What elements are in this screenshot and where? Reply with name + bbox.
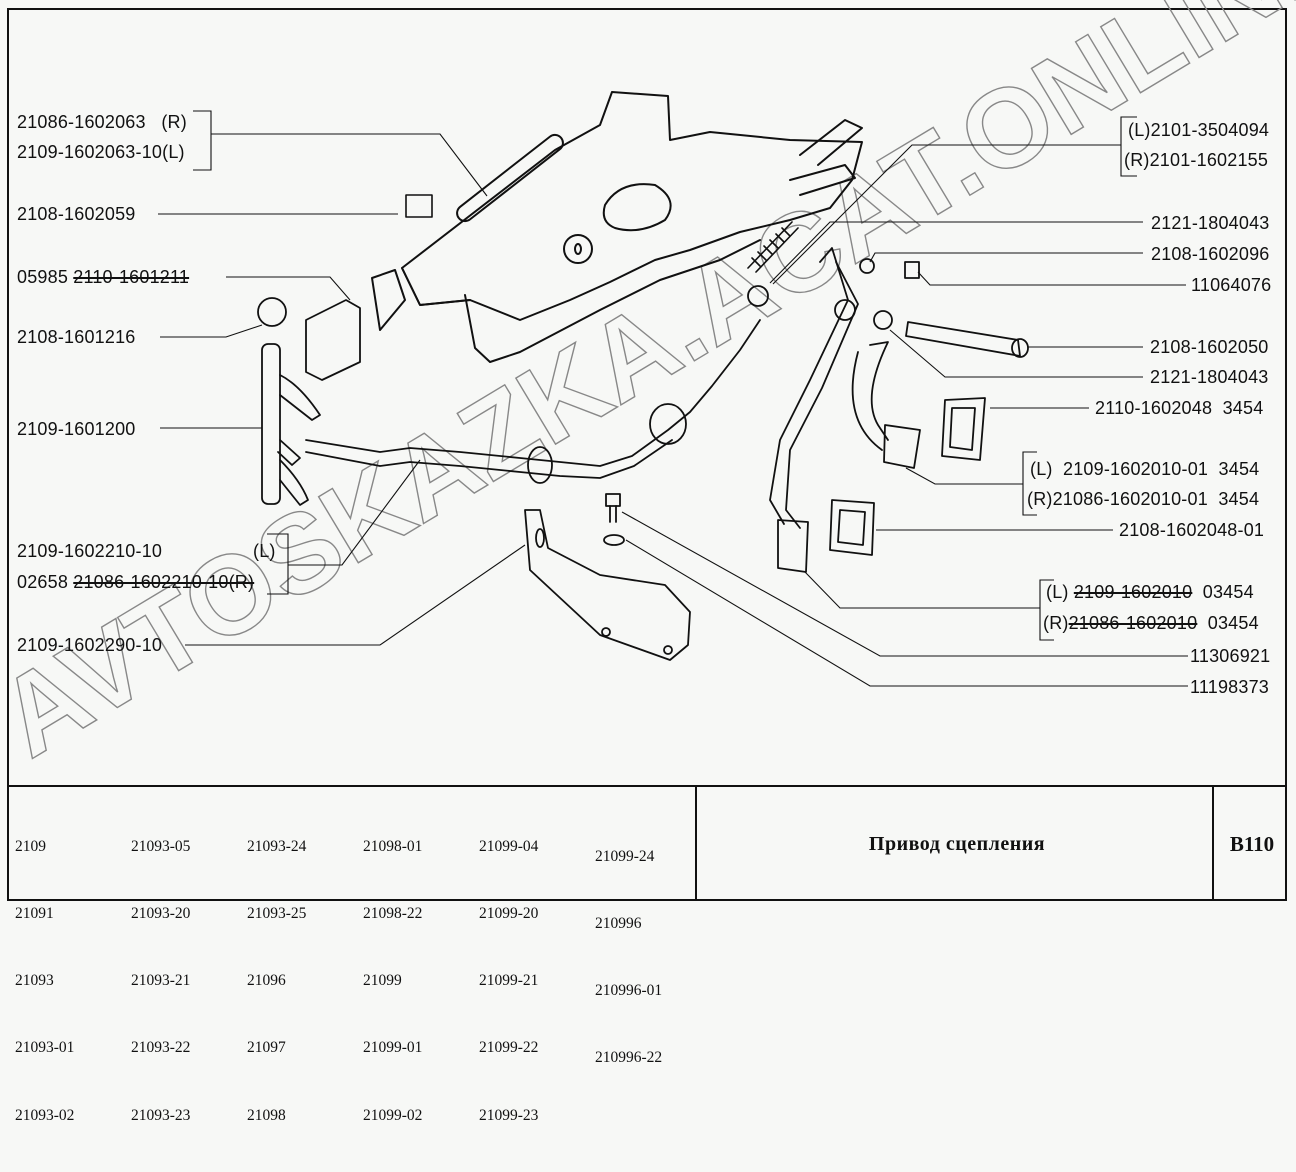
part-label[interactable]: (L) 2109-1602010-01 3454 (1030, 459, 1260, 479)
model-column: 21093-24 21093-25 21096 21097 21098 (247, 791, 306, 1172)
model-item: 21099-24 (595, 847, 655, 865)
pedal-bracket (371, 91, 863, 363)
part-label[interactable]: 2109-1602063-10(L) (17, 142, 185, 162)
part-label[interactable]: 2108-1602050 (1150, 337, 1269, 357)
divider (1212, 787, 1214, 901)
watermark: AVTOSKAZKA.ACAT.ONLINE (0, 0, 1296, 781)
model-item: 21098-01 (363, 837, 423, 855)
part-label[interactable]: 11064076 (1191, 275, 1272, 295)
part-label[interactable]: 11198373 (1190, 677, 1270, 697)
watermark-text: AVTOSKAZKA.ACAT.ONLINE (0, 0, 1296, 781)
part-label[interactable]: 2121-1804043 (1151, 213, 1270, 233)
model-column: 21099-04 21099-20 21099-21 21099-22 2109… (479, 791, 538, 1172)
part-label[interactable]: (R)2101-1602155 (1124, 150, 1269, 170)
sheet-title: Привод сцепления (868, 832, 1046, 855)
model-item: 21098-22 (363, 905, 423, 923)
model-item: 21099-04 (479, 837, 539, 855)
part-label-suffix: 03454 (1192, 582, 1254, 602)
model-item: 21096 (247, 972, 286, 990)
bushing-part-2 (873, 310, 893, 330)
clutch-fork (261, 343, 321, 506)
model-item: 21093-05 (131, 837, 191, 855)
model-item: 21093-22 (131, 1039, 191, 1057)
part-label[interactable]: (L)2101-3504094 (1128, 120, 1270, 140)
model-item: 21098 (247, 1106, 286, 1124)
part-label[interactable]: 2109-1601200 (17, 419, 136, 439)
cable-bracket (524, 509, 691, 661)
cap-part (257, 297, 287, 327)
part-label[interactable]: 05985 2110-1601211 (17, 266, 189, 288)
part-label-obsolete: 21086-1602010 (1068, 613, 1198, 633)
part-label-obsolete: 2109-1602010 (1073, 582, 1193, 602)
model-item: 210996-22 (595, 1049, 663, 1067)
pedal-pad (941, 397, 986, 461)
title-block: 2109 21091 21093 21093-01 21093-02 21093… (7, 785, 1287, 1124)
model-item: 21099 (363, 972, 402, 990)
model-item: 21091 (15, 905, 54, 923)
model-item: 2109 (15, 837, 46, 855)
model-item: 21097 (247, 1039, 286, 1057)
part-label[interactable]: (R)21086-1602010-01 3454 (1027, 489, 1260, 509)
model-item: 21093-01 (15, 1039, 75, 1057)
model-item: 21099-02 (363, 1106, 423, 1124)
part-label-suffix: 03454 (1197, 613, 1259, 633)
part-label[interactable]: 2108-1602048-01 (1119, 520, 1265, 540)
drawing-frame (7, 8, 1287, 901)
part-label[interactable]: 11306921 (1190, 646, 1271, 666)
model-item: 21099-01 (363, 1039, 423, 1057)
part-label[interactable]: 2108-1602096 (1151, 244, 1270, 264)
part-label[interactable]: 2109-1602210-10 (17, 541, 163, 561)
spring-part (747, 221, 799, 273)
model-item: 210996 (595, 915, 642, 933)
pedal-pad-2 (829, 499, 875, 556)
divider (695, 787, 697, 901)
side-marker: (L) (253, 541, 276, 561)
part-label[interactable]: 2108-1602059 (17, 204, 136, 224)
part-label-obsolete: 21086-1602210-10(R) (73, 572, 255, 592)
model-item: 21093-21 (131, 972, 191, 990)
part-label-prefix: 05985 (17, 267, 74, 287)
part-label[interactable]: 2109-1602290-10 (17, 635, 163, 655)
part-label-obsolete: 2110-1601211 (73, 267, 190, 287)
model-item: 21099-20 (479, 905, 539, 923)
nut-part (859, 258, 875, 274)
part-label[interactable]: 02658 21086-1602210-10(R) (17, 571, 254, 593)
part-label[interactable]: 2110-1602048 3454 (1095, 398, 1264, 418)
part-label-prefix: (R) (1043, 613, 1069, 633)
model-item: 21093-20 (131, 905, 191, 923)
model-item: 210996-01 (595, 982, 663, 1000)
part-label[interactable]: 2121-1804043 (1150, 367, 1269, 387)
model-item: 21093-23 (131, 1106, 191, 1124)
sheet-code: B110 (1229, 831, 1275, 856)
model-item: 21093-24 (247, 837, 307, 855)
part-label[interactable]: 2108-1601216 (17, 327, 136, 347)
clutch-cable (305, 319, 761, 484)
model-item: 21099-21 (479, 972, 539, 990)
model-column: 2109 21091 21093 21093-01 21093-02 (15, 791, 74, 1172)
pedal-axle (905, 321, 1029, 358)
part-label[interactable]: (L) 2109-1602010 03454 (1046, 581, 1254, 603)
clutch-pedal-arm (851, 341, 921, 469)
boot-part (305, 299, 361, 381)
clutch-pedal-lever (769, 247, 859, 573)
part-label[interactable]: 21086-1602063 (R) (17, 112, 187, 132)
model-item: 21099-22 (479, 1039, 539, 1057)
bushing-part (747, 285, 769, 307)
part-label-prefix: 02658 (17, 572, 74, 592)
model-item: 21093-02 (15, 1106, 75, 1124)
model-item: 21093-25 (247, 905, 307, 923)
clip-part (405, 194, 433, 218)
model-column: 21099-24 210996 210996-01 210996-22 (595, 801, 662, 1115)
model-column: 21093-05 21093-20 21093-21 21093-22 2109… (131, 791, 190, 1172)
part-label-prefix: (L) (1046, 582, 1074, 602)
bolt-part (603, 493, 625, 546)
clutch-drive-drawing: AVTOSKAZKA.ACAT.ONLINE (0, 0, 1296, 781)
model-item: 21093 (15, 972, 54, 990)
part-label[interactable]: (R)21086-1602010 03454 (1043, 612, 1259, 634)
model-column: 21098-01 21098-22 21099 21099-01 21099-0… (363, 791, 422, 1172)
model-item: 21099-23 (479, 1106, 539, 1124)
leader-lines (158, 110, 1188, 687)
clip-lock-part (904, 261, 920, 279)
